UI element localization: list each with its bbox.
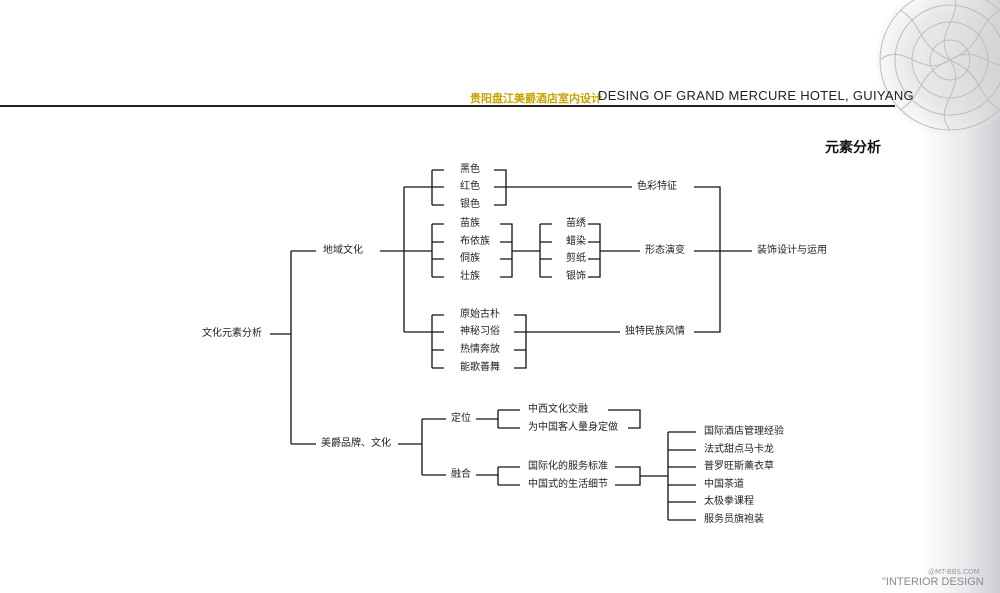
ethnic-item: 布依族 (460, 236, 490, 247)
ethnic-style-node: 独特民族风情 (625, 326, 685, 337)
color-item: 银色 (460, 199, 480, 210)
craft-item: 银饰 (566, 271, 586, 282)
floral-ornament-icon (875, 0, 1000, 135)
ethnic-item: 侗族 (460, 253, 480, 264)
header-title-cn: 贵阳盘江美爵酒店室内设计 (470, 92, 602, 105)
header-divider (0, 105, 895, 107)
trait-item: 能歌善舞 (460, 362, 500, 373)
craft-item: 苗绣 (566, 218, 586, 229)
craft-item: 剪纸 (566, 253, 586, 264)
brand-culture-node: 美爵品牌、文化 (321, 438, 391, 449)
decor-application-node: 装饰设计与运用 (757, 245, 827, 256)
color-item: 红色 (460, 181, 480, 192)
trait-item: 神秘习俗 (460, 326, 500, 337)
ethnic-item: 壮族 (460, 271, 480, 282)
watermark-text: "INTERIOR DESIGN (882, 576, 984, 588)
service-item: 普罗旺斯薰衣草 (704, 461, 774, 472)
service-item: 服务员旗袍装 (704, 514, 764, 525)
positioning-node: 定位 (451, 413, 471, 424)
header-title-en: DESING OF GRAND MERCURE HOTEL, GUIYANG (598, 88, 914, 103)
trait-item: 热情奔放 (460, 344, 500, 355)
positioning-item: 中西文化交融 (528, 404, 588, 415)
service-item: 太极拳课程 (704, 496, 754, 507)
fusion-node: 融合 (451, 469, 471, 480)
craft-item: 蜡染 (566, 236, 586, 247)
trait-item: 原始古朴 (460, 309, 500, 320)
service-item: 中国茶道 (704, 479, 744, 490)
regional-culture-node: 地域文化 (323, 245, 363, 256)
fusion-item: 中国式的生活细节 (528, 479, 608, 490)
fusion-item: 国际化的服务标准 (528, 461, 608, 472)
positioning-item: 为中国客人量身定做 (528, 422, 618, 433)
service-item: 国际酒店管理经验 (704, 426, 784, 437)
color-item: 黑色 (460, 164, 480, 175)
root-node: 文化元素分析 (202, 328, 262, 339)
section-title: 元素分析 (825, 140, 881, 156)
watermark-site: @MT-BBS.COM (928, 568, 980, 576)
ethnic-item: 苗族 (460, 218, 480, 229)
service-item: 法式甜点马卡龙 (704, 444, 774, 455)
color-feature-node: 色彩特征 (637, 181, 677, 192)
form-evolution-node: 形态演变 (645, 245, 685, 256)
